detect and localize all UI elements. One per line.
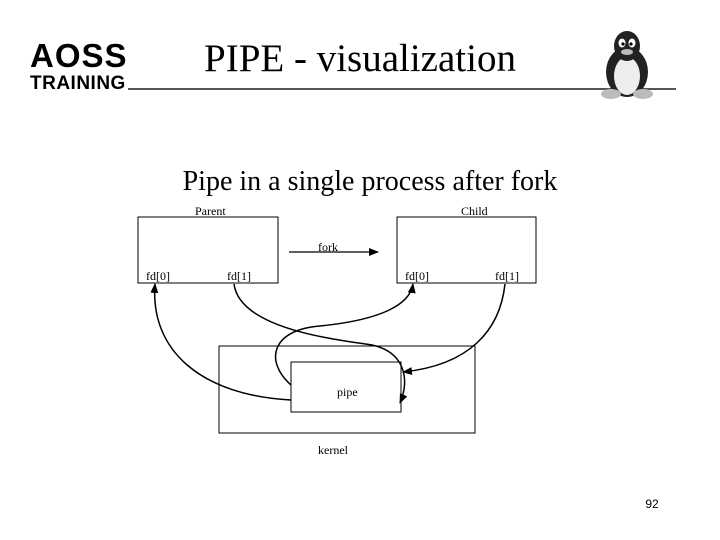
kernel-label: kernel: [318, 443, 348, 457]
parent-process-box: [137, 216, 279, 284]
parent-fd0-label: fd[0]: [146, 269, 170, 283]
logo-training-text: TRAINING: [30, 73, 126, 94]
parent-fd1-to-pipe-arrow: [233, 283, 408, 404]
page-number: 92: [645, 497, 659, 511]
parent-fd1-label: fd[1]: [227, 269, 251, 283]
pipe-to-parent-fd0-arrow: [150, 283, 292, 401]
kernel-box: [218, 345, 476, 434]
child-label: Child: [461, 204, 488, 218]
diagram-subtitle: Pipe in a single process after fork: [182, 166, 558, 197]
pipe-label: pipe: [337, 385, 358, 399]
fork-label: fork: [318, 240, 338, 254]
parent-label: Parent: [195, 204, 226, 218]
child-fd0-label: fd[0]: [405, 269, 429, 283]
child-process-box: [396, 216, 537, 284]
slide-title: PIPE - visualization: [204, 37, 516, 80]
child-fd1-to-pipe-arrow: [402, 283, 506, 376]
pipe-to-child-fd0-arrow: [274, 283, 416, 386]
tux-penguin-icon: [601, 31, 653, 99]
child-fd1-label: fd[1]: [495, 269, 519, 283]
pipe-box: [290, 361, 402, 413]
logo-aoss-text: AOSS: [30, 37, 128, 74]
header-divider: [128, 88, 676, 90]
